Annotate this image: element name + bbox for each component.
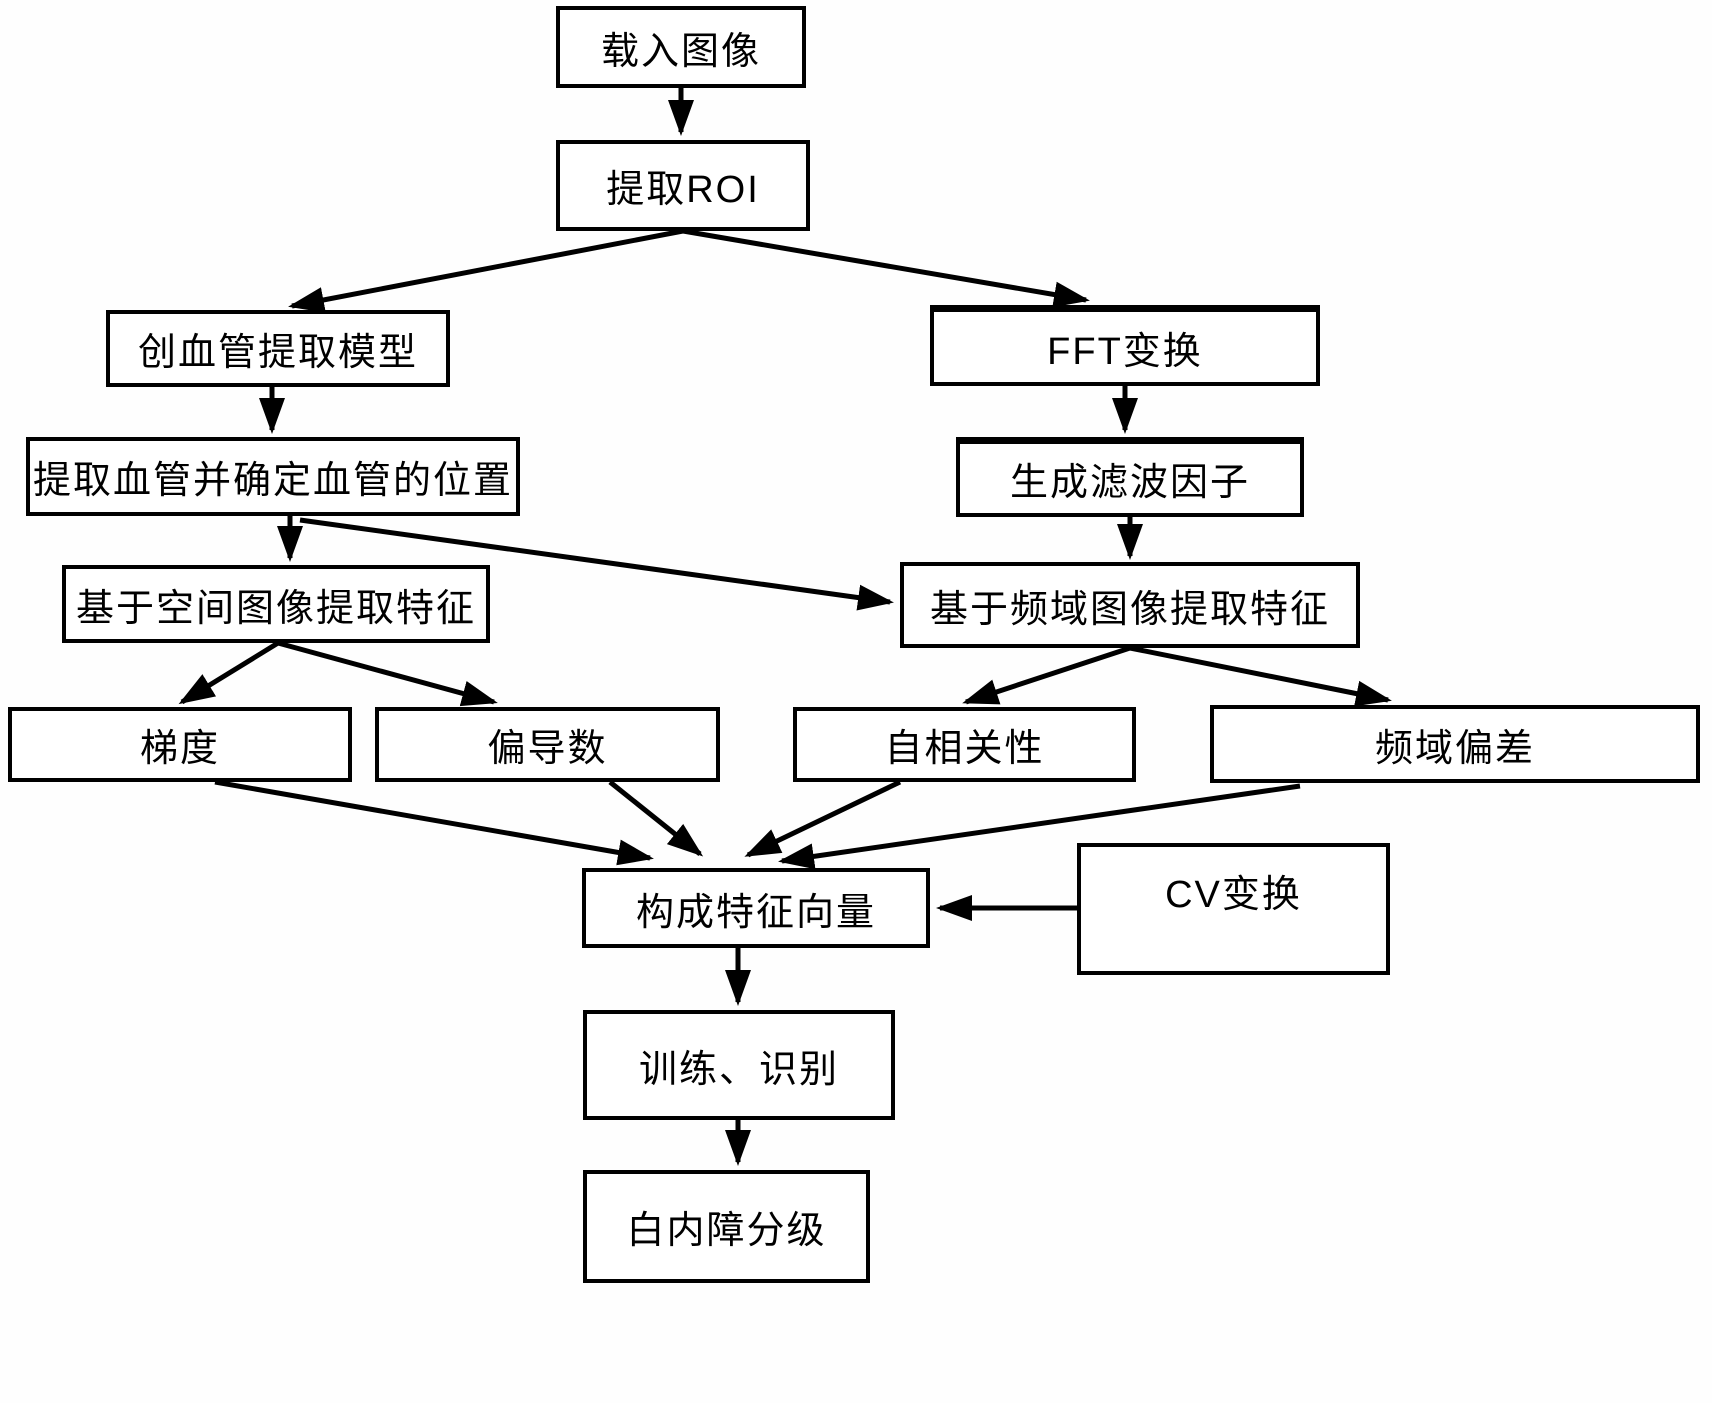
node-cataract-grading-label: 白内障分级 bbox=[626, 1210, 827, 1252]
node-vessel-model: 创血管提取模型 bbox=[106, 310, 450, 387]
node-generate-filter-factor: 生成滤波因子 bbox=[956, 437, 1304, 517]
edge-vessel-position-to-frequency-features bbox=[299, 517, 894, 611]
node-fft-transform: FFT变换 bbox=[930, 305, 1320, 386]
node-generate-filter-factor-label: 生成滤波因子 bbox=[1009, 462, 1250, 504]
edge-frequency-deviation-to-feature-vector bbox=[778, 783, 1301, 870]
node-partial-derivative-label: 偏导数 bbox=[487, 728, 608, 770]
node-feature-vector-label: 构成特征向量 bbox=[635, 891, 876, 934]
edge-gradient-to-feature-vector bbox=[214, 779, 654, 866]
edge-spatial-features-to-gradient bbox=[178, 640, 280, 705]
node-extract-roi: 提取ROI bbox=[556, 140, 810, 231]
node-vessel-model-label: 创血管提取模型 bbox=[137, 332, 418, 374]
node-train-recognize: 训练、识别 bbox=[583, 1010, 895, 1120]
node-gradient: 梯度 bbox=[8, 707, 352, 782]
edge-partial-derivative-to-feature-vector bbox=[608, 780, 704, 857]
node-frequency-deviation-label: 频域偏差 bbox=[1374, 727, 1535, 770]
node-partial-derivative: 偏导数 bbox=[375, 707, 720, 782]
node-gradient-label: 梯度 bbox=[139, 728, 220, 770]
node-extract-vessel-position-label: 提取血管并确定血管的位置 bbox=[32, 460, 513, 502]
edge-extract-roi-to-vessel-model bbox=[288, 228, 684, 313]
node-fft-transform-label: FFT变换 bbox=[1047, 330, 1203, 373]
node-cv-transform-label: CV变换 bbox=[1165, 874, 1302, 916]
node-extract-roi-label: 提取ROI bbox=[606, 169, 760, 211]
edge-frequency-features-to-frequency-deviation bbox=[1129, 645, 1392, 707]
node-frequency-features-label: 基于频域图像提取特征 bbox=[929, 588, 1330, 631]
edge-extract-roi-to-fft bbox=[682, 228, 1090, 308]
node-load-image-label: 载入图像 bbox=[600, 30, 761, 73]
node-frequency-deviation: 频域偏差 bbox=[1210, 705, 1700, 783]
node-frequency-features: 基于频域图像提取特征 bbox=[900, 562, 1360, 648]
node-feature-vector: 构成特征向量 bbox=[582, 868, 930, 948]
node-load-image: 载入图像 bbox=[556, 6, 806, 88]
node-train-recognize-label: 训练、识别 bbox=[638, 1048, 839, 1091]
node-extract-vessel-position: 提取血管并确定血管的位置 bbox=[26, 437, 520, 516]
node-autocorrelation-label: 自相关性 bbox=[884, 728, 1045, 770]
node-autocorrelation: 自相关性 bbox=[793, 707, 1136, 782]
node-spatial-features: 基于空间图像提取特征 bbox=[62, 565, 490, 643]
edge-frequency-features-to-autocorrelation bbox=[962, 645, 1131, 705]
edge-spatial-features-to-partial-derivative bbox=[277, 640, 498, 707]
node-spatial-features-label: 基于空间图像提取特征 bbox=[75, 587, 476, 630]
edge-autocorrelation-to-feature-vector bbox=[744, 779, 902, 858]
node-cv-transform: CV变换 bbox=[1077, 843, 1390, 975]
node-cataract-grading: 白内障分级 bbox=[583, 1170, 870, 1283]
